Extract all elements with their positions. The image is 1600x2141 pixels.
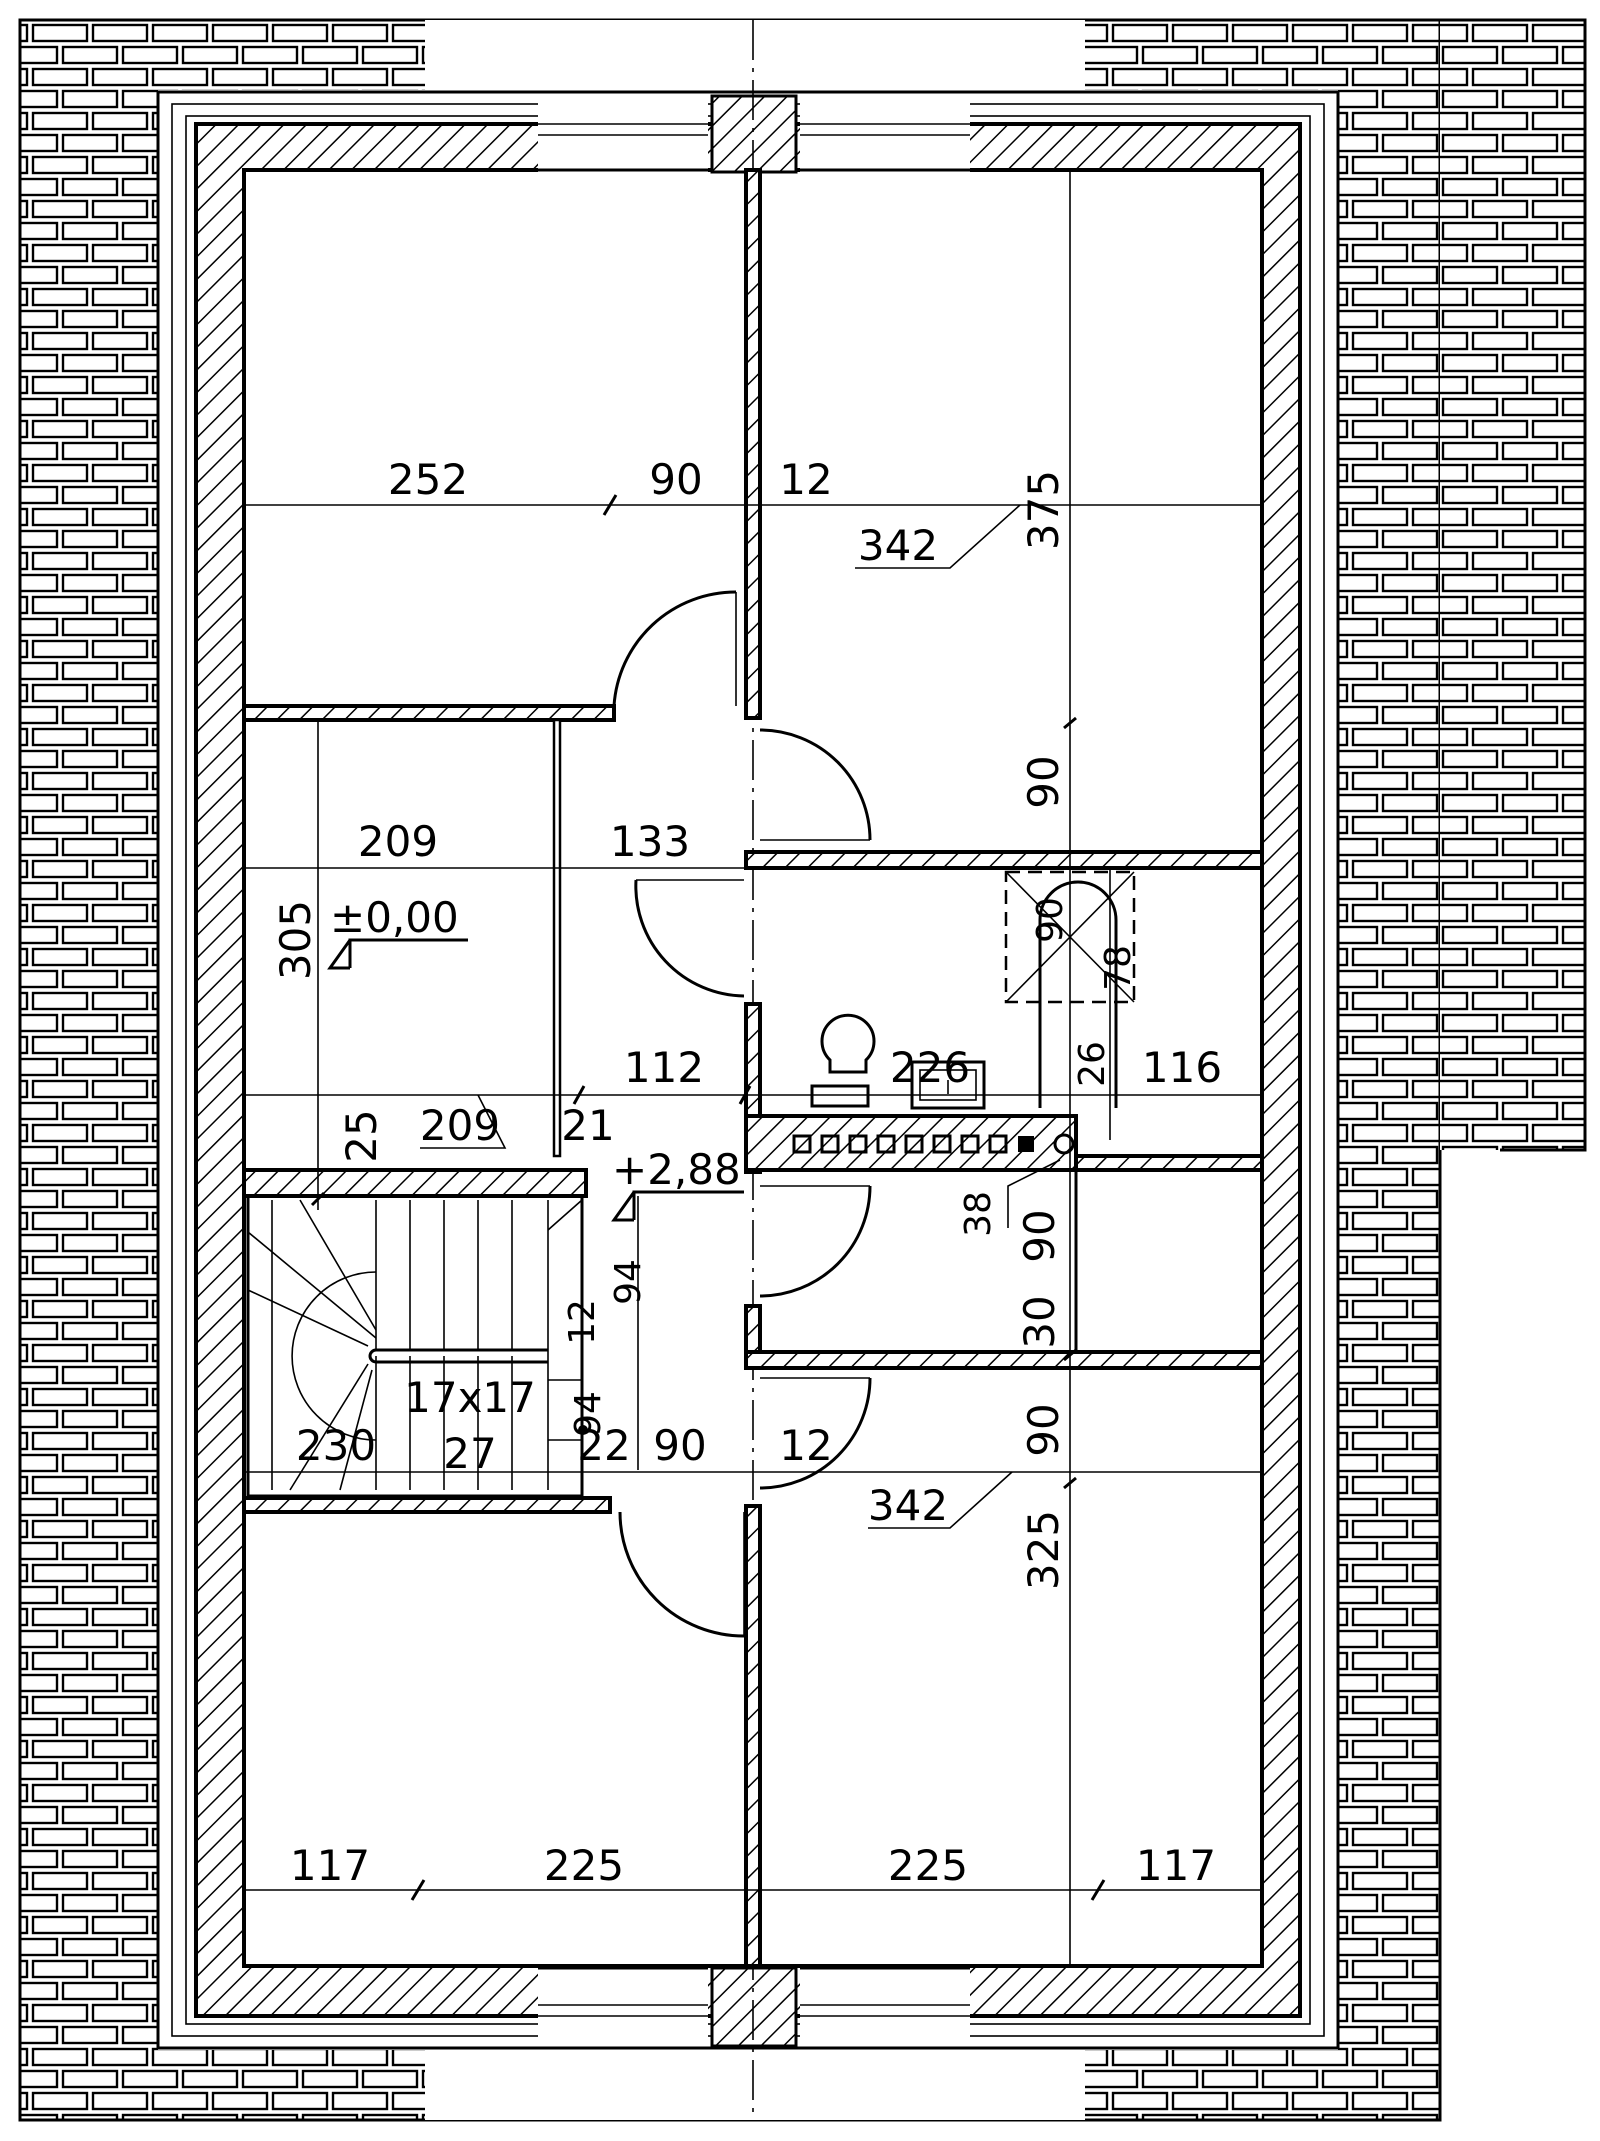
windows-top <box>538 94 970 174</box>
dim-117-right: 117 <box>1136 1841 1216 1890</box>
dim-21: 21 <box>561 1101 614 1150</box>
windows-bottom <box>538 1966 970 2048</box>
dim-38: 38 <box>958 1191 999 1237</box>
area-342-top: 342 <box>858 521 938 570</box>
dim-12-top: 12 <box>779 455 832 504</box>
dim-94-b: 94 <box>568 1391 609 1437</box>
dim-12-stair: 12 <box>562 1299 603 1345</box>
doors <box>612 590 872 1638</box>
dimension-lines <box>244 170 1262 1966</box>
dim-30-wc: 30 <box>1015 1295 1064 1348</box>
dim-22: 22 <box>577 1421 630 1470</box>
dim-94-a: 94 <box>608 1259 649 1305</box>
dim-225-left: 225 <box>544 1841 624 1890</box>
interior-walls <box>242 168 1264 1968</box>
dim-325: 325 <box>1019 1510 1068 1590</box>
dim-226: 226 <box>890 1043 970 1092</box>
stair-step-size: 17x17 <box>404 1373 536 1422</box>
dim-90-br: 90 <box>1019 1403 1068 1456</box>
staircase <box>246 1194 588 1498</box>
dim-305: 305 <box>271 900 320 980</box>
level-ground: ±0,00 <box>330 893 459 942</box>
dimension-labels: 252 90 12 342 375 90 209 133 305 112 226… <box>271 455 1222 1890</box>
roof-tiles <box>18 18 1587 2122</box>
dim-90-tub: 90 <box>1030 897 1071 943</box>
dim-90-bottom: 90 <box>653 1421 706 1470</box>
dim-26: 26 <box>1072 1041 1113 1087</box>
area-342-bottom: 342 <box>868 1481 948 1530</box>
area-209-closet: 209 <box>420 1101 500 1150</box>
dim-230: 230 <box>296 1421 376 1470</box>
dim-252: 252 <box>388 455 468 504</box>
level-upper: +2,88 <box>612 1145 741 1194</box>
dim-225-right: 225 <box>888 1841 968 1890</box>
dim-90-top: 90 <box>649 455 702 504</box>
dim-117-left: 117 <box>290 1841 370 1890</box>
dim-90-right: 90 <box>1019 755 1068 808</box>
dim-133: 133 <box>610 817 690 866</box>
dim-112: 112 <box>624 1043 704 1092</box>
dim-90-wc: 90 <box>1015 1209 1064 1262</box>
stair-step-count: 27 <box>443 1429 496 1478</box>
dim-375: 375 <box>1019 470 1068 550</box>
dim-209-closet: 209 <box>358 817 438 866</box>
dim-78-tub: 78 <box>1098 945 1139 991</box>
dim-25: 25 <box>337 1109 386 1162</box>
dim-12-bottom: 12 <box>779 1421 832 1470</box>
dim-116: 116 <box>1142 1043 1222 1092</box>
